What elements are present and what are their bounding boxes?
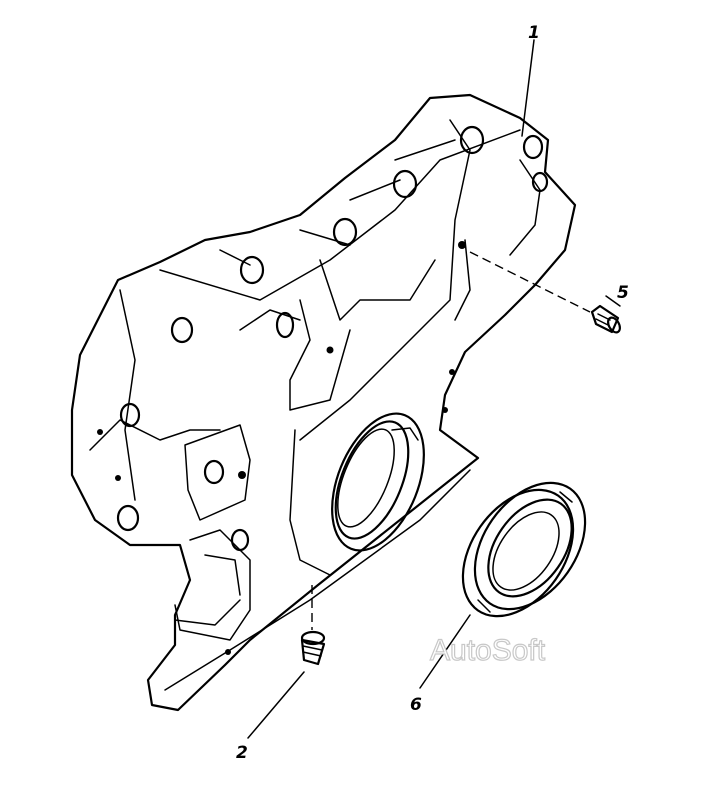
leader-lines — [247, 39, 621, 739]
plug-part — [469, 251, 621, 334]
stud-part — [300, 585, 326, 666]
callout-1-label: 1 — [528, 23, 540, 43]
leader-line-5 — [605, 295, 621, 307]
callout-2-label: 2 — [236, 743, 248, 763]
timing-cover-part — [70, 93, 577, 712]
leader-line-1 — [521, 39, 535, 137]
callout-6-label: 6 — [410, 695, 422, 715]
leader-line-6 — [419, 614, 471, 689]
leader-line-2 — [247, 671, 305, 739]
watermark-text: AutoSoft — [430, 634, 546, 667]
callout-5-label: 5 — [617, 283, 629, 303]
oil-seal-part — [461, 481, 587, 618]
